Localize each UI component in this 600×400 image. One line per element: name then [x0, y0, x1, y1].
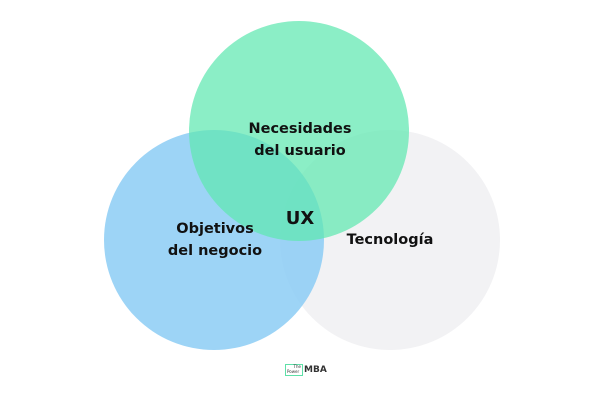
label-objetivos-negocio: Objetivos del negocio	[145, 218, 285, 262]
label-line: del usuario	[254, 143, 346, 159]
label-necesidades-usuario: Necesidades del usuario	[230, 118, 370, 162]
logo: The Power MBA	[285, 364, 327, 376]
label-line: Necesidades	[248, 121, 352, 137]
logo-mba: MBA	[304, 365, 327, 375]
logo-text: The	[293, 364, 301, 369]
label-line: Objetivos	[176, 221, 254, 237]
circle-necesidades-usuario	[189, 21, 409, 241]
label-line: del negocio	[167, 243, 263, 259]
logo-box: The Power	[285, 364, 303, 376]
label-ux: UX	[285, 208, 315, 229]
label-tecnologia: Tecnología	[346, 232, 434, 248]
logo-text: Power	[287, 368, 300, 374]
